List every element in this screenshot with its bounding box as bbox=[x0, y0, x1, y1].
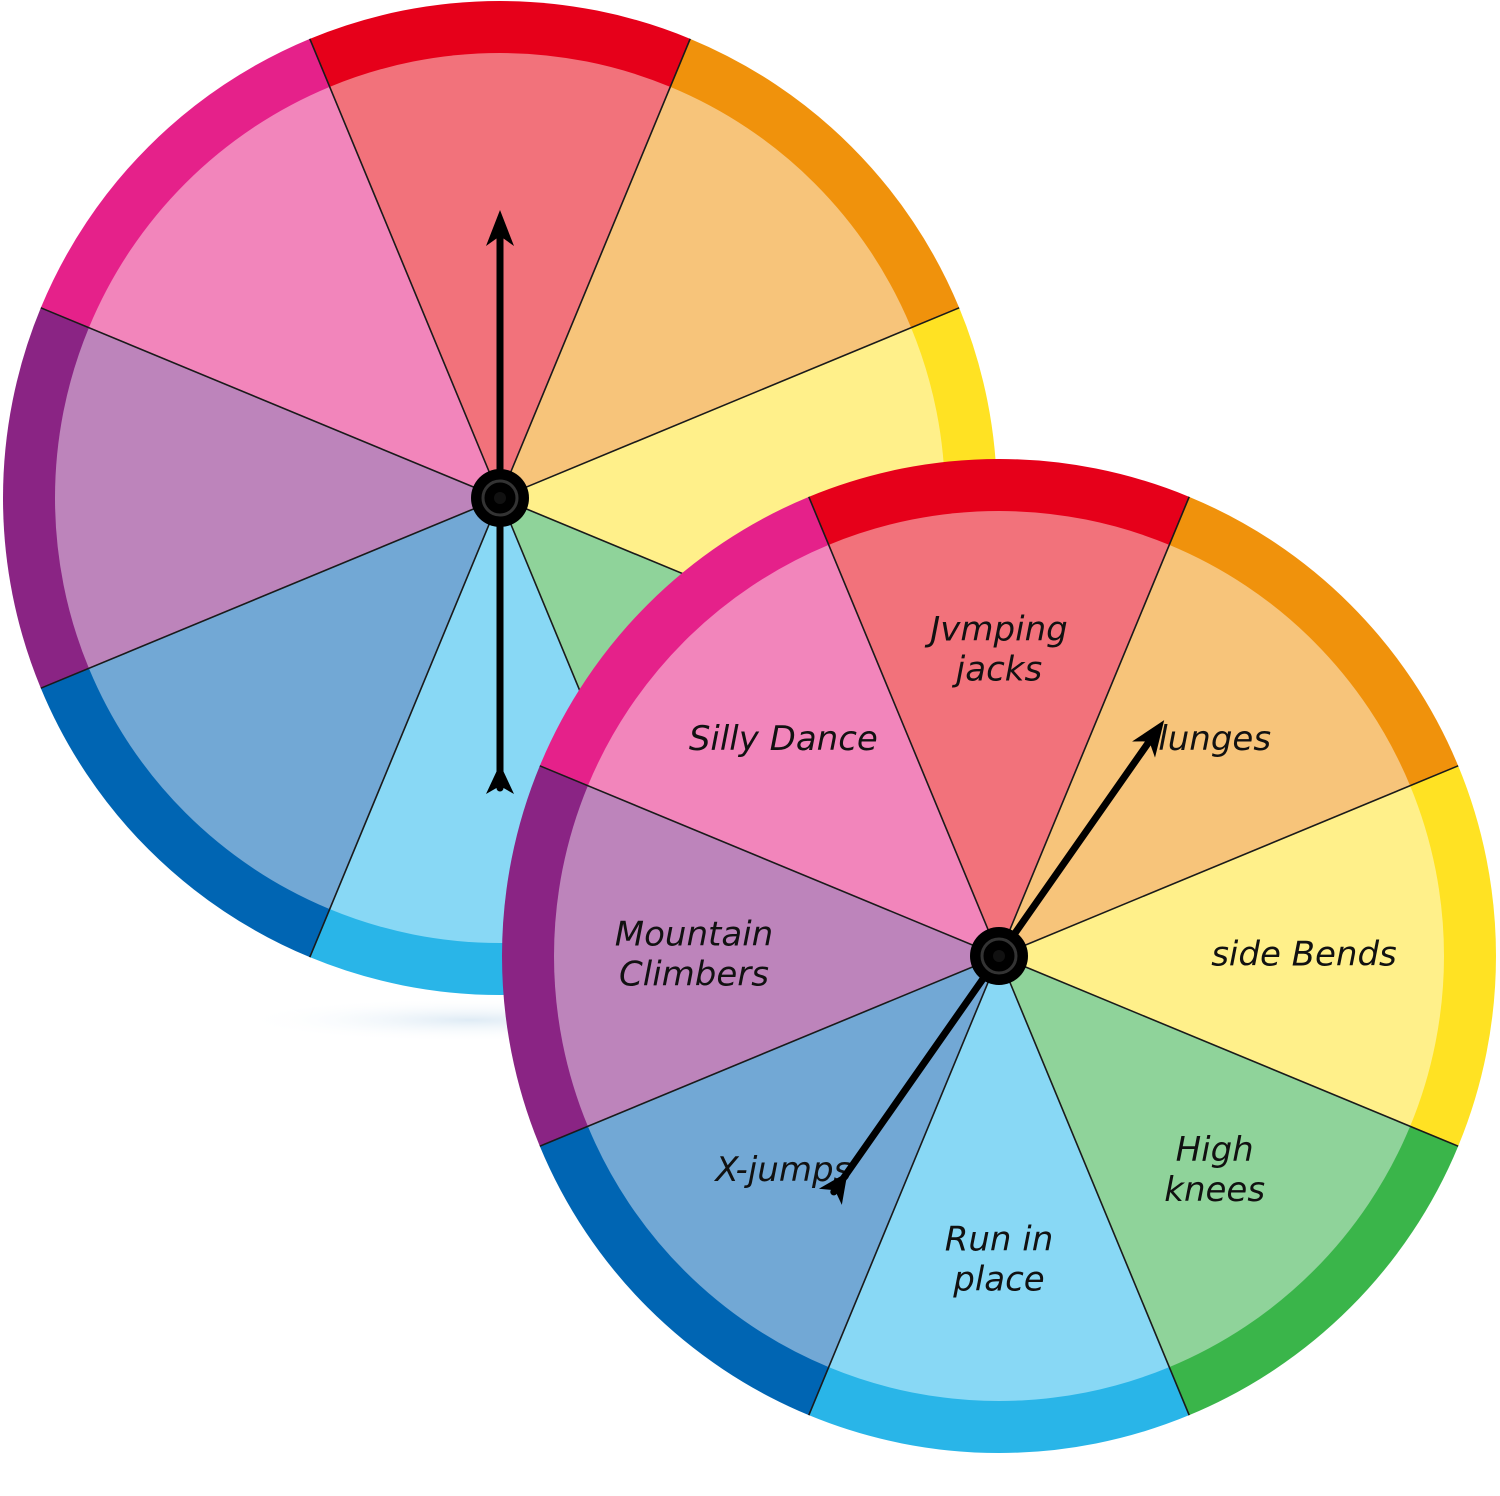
front-divider-line bbox=[998, 765, 1459, 957]
front-segment-7 bbox=[587, 544, 999, 956]
back-divider-line bbox=[309, 38, 501, 499]
front-pointer-tail bbox=[818, 1172, 848, 1205]
front-pointer-head bbox=[1132, 720, 1165, 758]
back-divider-line bbox=[499, 307, 960, 499]
front-segment-label: place bbox=[952, 1260, 1044, 1300]
front-segment-1 bbox=[999, 544, 1411, 956]
front-divider-line bbox=[998, 955, 1459, 1147]
front-segment-3 bbox=[999, 956, 1411, 1368]
front-segment-label: Climbers bbox=[619, 955, 769, 995]
back-segment-6 bbox=[55, 327, 500, 669]
front-segment-label: Jvmping bbox=[924, 609, 1067, 649]
back-pointer-head bbox=[486, 210, 514, 246]
front-segment-2 bbox=[999, 785, 1444, 1127]
back-divider-line bbox=[40, 307, 501, 499]
front-segment-0 bbox=[828, 510, 1170, 956]
front-segment-label: Run in bbox=[945, 1219, 1054, 1259]
front-segment-label: Silly Dance bbox=[689, 719, 878, 759]
back-segment-1 bbox=[500, 86, 912, 499]
front-hub-ring bbox=[980, 937, 1018, 975]
back-spinner-wheel[interactable] bbox=[3, 1, 997, 995]
front-segment-label: High bbox=[1176, 1130, 1254, 1170]
back-divider-line bbox=[499, 38, 691, 499]
back-divider-line bbox=[309, 497, 501, 958]
front-segment-5 bbox=[587, 956, 999, 1368]
front-divider-line bbox=[998, 955, 1190, 1416]
front-divider-line bbox=[808, 955, 1000, 1416]
back-divider-line bbox=[40, 497, 501, 689]
back-segment-7 bbox=[88, 86, 501, 499]
back-pointer-tail bbox=[486, 764, 514, 794]
front-segment-label: side Bends bbox=[1211, 935, 1397, 975]
front-divider-line bbox=[808, 496, 1000, 957]
front-segment-label: Mountain bbox=[615, 914, 773, 954]
front-segment-label: lunges bbox=[1158, 719, 1271, 759]
front-divider-line bbox=[998, 496, 1190, 957]
front-divider-line bbox=[539, 955, 1000, 1147]
back-segment-5 bbox=[88, 498, 501, 910]
front-segment-label: jacks bbox=[952, 650, 1042, 690]
back-hub-pin bbox=[494, 492, 506, 504]
front-divider-line bbox=[539, 765, 1000, 957]
back-hub-ring bbox=[481, 479, 519, 517]
front-segment-4 bbox=[828, 956, 1170, 1401]
front-segment-6 bbox=[554, 785, 999, 1127]
front-hub-pin bbox=[993, 950, 1005, 962]
front-segment-label: knees bbox=[1164, 1170, 1265, 1210]
